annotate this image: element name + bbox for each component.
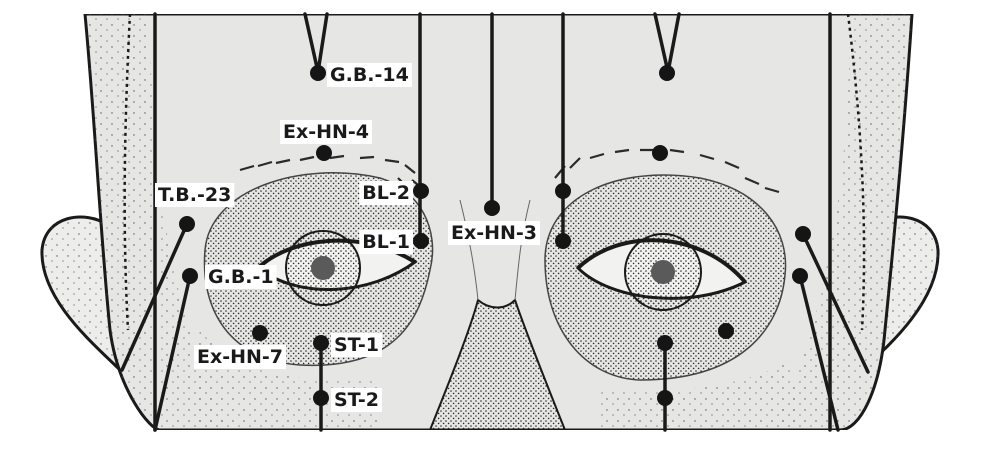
point-exhn7-left <box>718 323 734 339</box>
label-st1-right: ST-1 <box>334 334 379 356</box>
point-bl1-left <box>555 233 571 249</box>
label-backdrop-exhn7-right <box>194 345 287 369</box>
point-exhn3 <box>484 200 500 216</box>
point-tb23-right <box>179 216 195 232</box>
label-st2-right: ST-2 <box>334 389 379 411</box>
point-st2-left <box>657 390 673 406</box>
label-backdrop-exhn4-right <box>280 120 373 144</box>
label-gb1-right: G.B.-1 <box>208 266 274 288</box>
point-bl1-right <box>413 233 429 249</box>
label-backdrop-st1-right <box>331 333 382 357</box>
label-bl2-right: BL-2 <box>362 182 410 204</box>
point-exhn4-left <box>652 145 668 161</box>
label-backdrop-gb1-right <box>205 265 277 289</box>
point-gb14-left <box>659 65 675 81</box>
point-exhn4-right <box>316 145 332 161</box>
label-bl1-right: BL-1 <box>362 231 410 253</box>
label-backdrop-bl1-right <box>359 230 413 254</box>
label-exhn7-right: Ex-HN-7 <box>197 346 283 368</box>
point-st1-left <box>657 335 673 351</box>
point-exhn7-right <box>252 325 268 341</box>
point-gb1-left <box>792 268 808 284</box>
label-backdrop-tb23-right <box>155 183 235 207</box>
point-st2-right <box>313 390 329 406</box>
point-bl2-left <box>555 183 571 199</box>
label-gb14-right: G.B.-14 <box>330 64 409 86</box>
label-tb23-right: T.B.-23 <box>158 184 231 206</box>
label-exhn4-right: Ex-HN-4 <box>283 121 369 143</box>
point-gb14-right <box>310 65 326 81</box>
label-backdrop-st2-right <box>331 388 382 412</box>
label-backdrop-bl2-right <box>359 181 413 205</box>
label-backdrop-exhn3 <box>448 221 541 245</box>
left-eyebrow <box>554 148 780 194</box>
nose <box>428 298 567 430</box>
point-bl2-right <box>413 183 429 199</box>
point-tb23-left <box>795 226 811 242</box>
label-backdrop-gb14-right <box>327 63 412 87</box>
needle-lines <box>120 12 870 432</box>
label-exhn3: Ex-HN-3 <box>451 222 537 244</box>
point-st1-right <box>313 335 329 351</box>
point-gb1-right <box>182 268 198 284</box>
